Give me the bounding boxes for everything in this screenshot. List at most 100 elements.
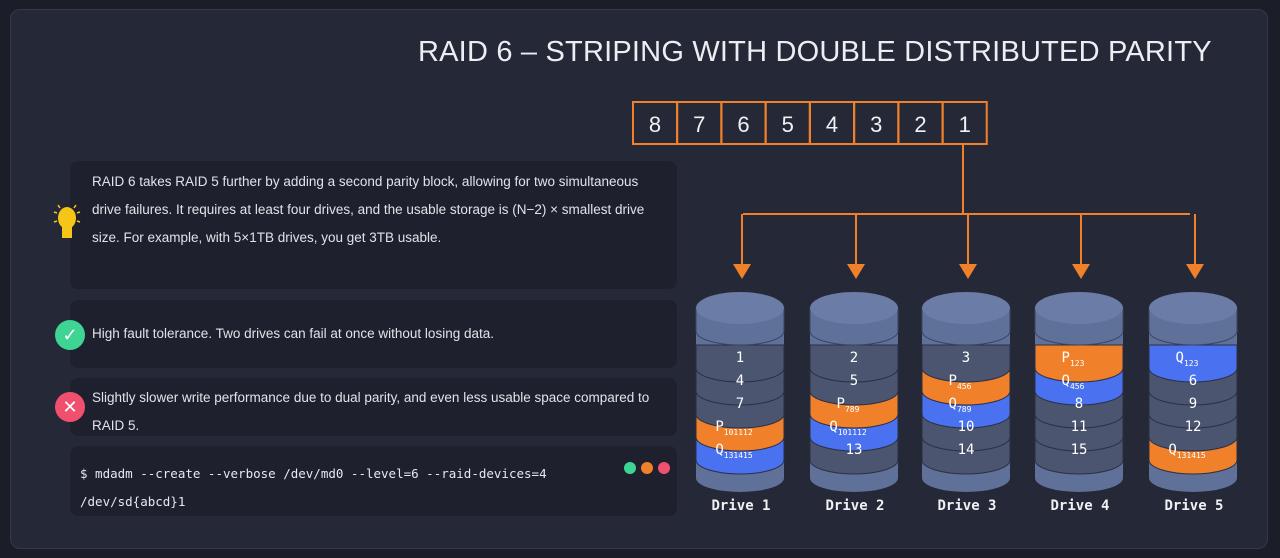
- con-text: Slightly slower write performance due to…: [92, 390, 650, 433]
- data-block-label: 8: [649, 112, 661, 137]
- pro-text: High fault tolerance. Two drives can fai…: [92, 326, 494, 341]
- data-block-label: 1: [959, 112, 971, 137]
- red-dot-icon: [658, 462, 670, 474]
- block-subscript: 101112: [724, 428, 753, 437]
- drive-block-label: Q131415: [715, 442, 753, 460]
- con-panel: Slightly slower write performance due to…: [70, 378, 677, 436]
- block-text: P: [949, 373, 957, 389]
- drive-block-label: P101112: [715, 419, 753, 437]
- drive-block-label: Q101112: [829, 419, 867, 437]
- drive-block-label: 13: [846, 442, 863, 458]
- block-text: 8: [1075, 396, 1083, 412]
- drive-block-label: 12: [1185, 419, 1202, 435]
- drive-label: Drive 5: [1164, 498, 1223, 514]
- block-text: Q: [1062, 373, 1070, 389]
- block-text: 5: [850, 373, 858, 389]
- info-panel: RAID 6 takes RAID 5 further by adding a …: [70, 161, 677, 289]
- block-text: 15: [1071, 442, 1088, 458]
- drive-block-label: Q456: [1062, 373, 1085, 391]
- block-subscript: 101112: [838, 428, 867, 437]
- arrow-down-icon: [1186, 264, 1204, 279]
- block-text: Q: [1176, 350, 1184, 366]
- block-text: 7: [736, 396, 744, 412]
- drive-top: [696, 292, 784, 324]
- block-text: Q: [829, 419, 837, 435]
- orange-dot-icon: [641, 462, 653, 474]
- data-block-label: 3: [870, 112, 882, 137]
- block-subscript: 123: [1184, 359, 1199, 368]
- drive-block-label: 10: [958, 419, 975, 435]
- block-subscript: 123: [1070, 359, 1085, 368]
- drive-block-label: Q123: [1176, 350, 1199, 368]
- block-text: Q: [949, 396, 957, 412]
- block-text: 12: [1185, 419, 1202, 435]
- block-subscript: 789: [845, 405, 860, 414]
- pro-panel: High fault tolerance. Two drives can fai…: [70, 300, 677, 368]
- drive-block-label: 1: [736, 350, 744, 366]
- data-block-label: 5: [782, 112, 794, 137]
- drive-block-label: 15: [1071, 442, 1088, 458]
- drive-block-label: 11: [1071, 419, 1088, 435]
- terminal-command: $ mdadm --create --verbose /dev/md0 --le…: [80, 460, 547, 516]
- arrow-down-icon: [733, 264, 751, 279]
- drive-block-label: 14: [958, 442, 975, 458]
- block-text: 4: [736, 373, 744, 389]
- drive-block-label: 2: [850, 350, 858, 366]
- data-block-label: 6: [737, 112, 749, 137]
- block-text: Q: [715, 442, 723, 458]
- drive-block-label: 7: [736, 396, 744, 412]
- terminal-line-1: $ mdadm --create --verbose /dev/md0 --le…: [80, 466, 547, 481]
- block-text: 10: [958, 419, 975, 435]
- x-icon: ✕: [55, 392, 85, 422]
- arrow-down-icon: [959, 264, 977, 279]
- block-text: 6: [1189, 373, 1197, 389]
- drive-block-label: Q131415: [1168, 442, 1206, 460]
- block-text: P: [1062, 350, 1070, 366]
- arrow-down-icon: [847, 264, 865, 279]
- page-title: RAID 6 – STRIPING WITH DOUBLE DISTRIBUTE…: [418, 36, 1212, 68]
- block-text: 1: [736, 350, 744, 366]
- lightbulb-icon: [53, 204, 81, 238]
- drive-label: Drive 2: [825, 498, 884, 514]
- arrow-down-icon: [1072, 264, 1090, 279]
- block-subscript: 131415: [1177, 451, 1206, 460]
- drive-block-label: 9: [1189, 396, 1197, 412]
- block-text: Q: [1168, 442, 1176, 458]
- drive-block: [921, 344, 1011, 383]
- block-text: P: [837, 396, 845, 412]
- info-text: RAID 6 takes RAID 5 further by adding a …: [92, 174, 645, 245]
- drive-top: [1149, 292, 1237, 324]
- block-text: 9: [1189, 396, 1197, 412]
- data-block-label: 4: [826, 112, 838, 137]
- drive-block: [1034, 344, 1124, 383]
- drive-label: Drive 4: [1050, 498, 1109, 514]
- block-text: 14: [958, 442, 975, 458]
- drive-top: [922, 292, 1010, 324]
- drive-top: [1035, 292, 1123, 324]
- drive-block-label: P123: [1062, 350, 1085, 368]
- drive-block-label: 5: [850, 373, 858, 389]
- drive-label: Drive 1: [711, 498, 770, 514]
- data-block-box: [941, 101, 988, 145]
- data-block-label: 7: [693, 112, 705, 137]
- data-block-label: 2: [914, 112, 926, 137]
- check-icon: ✓: [55, 320, 85, 350]
- block-subscript: 456: [1070, 382, 1085, 391]
- drive-block: [1148, 344, 1238, 383]
- terminal-panel: $ mdadm --create --verbose /dev/md0 --le…: [70, 446, 677, 516]
- terminal-line-2: /dev/sd{abcd}1: [80, 494, 186, 509]
- block-subscript: 789: [957, 405, 972, 414]
- drive-block-label: Q789: [949, 396, 972, 414]
- drive-block: [695, 344, 785, 383]
- block-text: P: [715, 419, 723, 435]
- drive-block-label: 8: [1075, 396, 1083, 412]
- drive-block-label: P456: [949, 373, 972, 391]
- block-text: 3: [962, 350, 970, 366]
- drive-label: Drive 3: [937, 498, 996, 514]
- block-text: 11: [1071, 419, 1088, 435]
